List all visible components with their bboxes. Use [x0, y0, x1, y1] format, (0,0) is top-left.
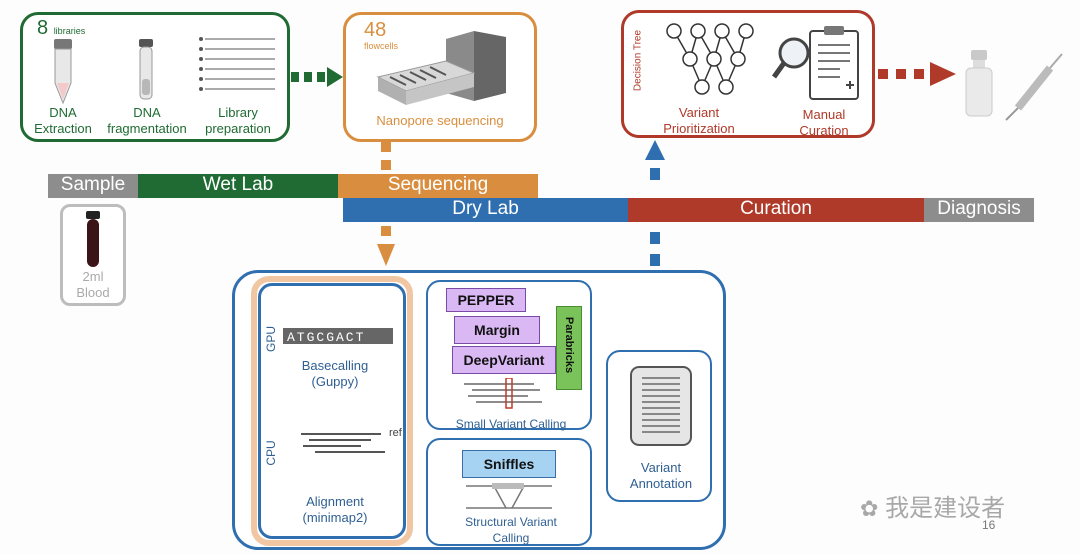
- timeline-wet-lab: Wet Lab: [138, 174, 338, 198]
- alignment-label: Alignment (minimap2): [302, 494, 368, 525]
- page-number: 16: [982, 518, 996, 532]
- read-alignment-icon: [301, 433, 385, 453]
- dna-extraction-label: DNA Extraction: [34, 105, 92, 136]
- extraction-tube-icon: [54, 39, 72, 105]
- structural-variant-calling-label: Structural Variant Calling: [465, 515, 557, 545]
- variant-call-reads-icon: [464, 378, 542, 409]
- compute-column: GPU ATGCGACT Basecalling (Guppy) CPU ref…: [258, 283, 406, 539]
- manual-curation-label: Manual Curation: [799, 107, 849, 138]
- syringe-icon: [1005, 53, 1063, 121]
- basecalling-label: Basecalling (Guppy): [301, 358, 369, 389]
- blood-volume-label: 2ml Blood: [76, 269, 110, 300]
- sniffles-tool: Sniffles: [462, 450, 556, 478]
- library-count: 8 libraries: [37, 17, 85, 40]
- library-count-unit: libraries: [53, 26, 86, 36]
- fragmentation-tube-icon: [139, 39, 153, 100]
- gpu-label: GPU: [264, 326, 278, 353]
- parabricks-tool: Parabricks: [556, 306, 582, 390]
- library-count-number: 8: [37, 17, 49, 39]
- nanopore-sequencing-label: Nanopore sequencing: [376, 113, 504, 128]
- sequence-text: ATGCGACT: [287, 330, 365, 345]
- sequencing-down-arrow: [377, 142, 395, 266]
- small-variant-calling-label: Small Variant Calling: [455, 417, 567, 431]
- small-variant-box: PEPPER Margin DeepVariant Parabricks Sma…: [426, 280, 592, 431]
- sequencer-device-icon: [376, 31, 506, 105]
- variant-annotation-box: Variant Annotation: [606, 350, 712, 502]
- compute-column-outer: [251, 276, 413, 546]
- timeline-sample: Sample: [48, 174, 138, 198]
- structural-variant-box: Sniffles Structural Variant Calling: [426, 438, 592, 546]
- timeline-dry-lab: Dry Lab: [343, 198, 628, 222]
- pepper-tool: PEPPER: [446, 288, 526, 312]
- library-preparation-label: Library preparation: [205, 105, 271, 136]
- variant-annotation-label: Variant Annotation: [629, 460, 693, 491]
- ref-label: ref: [389, 427, 402, 439]
- deepvariant-tool: DeepVariant: [452, 346, 556, 374]
- cpu-label: CPU: [264, 440, 278, 466]
- dna-sequence-read-icon: ATGCGACT: [283, 328, 393, 345]
- curation-box: Decision Tree Variant Prioritization Man…: [621, 10, 875, 138]
- variant-prioritization-label: Variant Prioritization: [663, 105, 735, 136]
- timeline-sequencing: Sequencing: [338, 174, 538, 198]
- dna-fragmentation-label: DNA fragmentation: [107, 105, 187, 136]
- flowcell-count-unit: flowcells: [364, 41, 399, 51]
- blood-tube-box: 2ml Blood: [60, 204, 126, 306]
- sequencing-box: 48 flowcells Nanopore sequencing: [343, 12, 537, 142]
- clipboard-magnifier-icon: [771, 26, 859, 100]
- watermark: ✿ 我是建设者: [860, 488, 1005, 523]
- library-prep-icon: [199, 37, 275, 91]
- watermark-text: 我是建设者: [885, 495, 1006, 522]
- wet-lab-to-sequencing-arrow: [291, 67, 343, 87]
- decision-tree-label: Decision Tree: [632, 29, 644, 92]
- timeline-curation: Curation: [628, 198, 924, 222]
- timeline-diagnosis: Diagnosis: [924, 198, 1034, 222]
- wet-lab-box: 8 libraries DNA Extraction DNA fragmenta…: [20, 12, 290, 142]
- parabricks-label: Parabricks: [563, 316, 575, 374]
- flowcell-count: 48 flowcells: [364, 19, 398, 51]
- wechat-icon: ✿: [860, 496, 879, 521]
- margin-tool: Margin: [454, 316, 540, 344]
- decision-tree-icon: [666, 23, 754, 95]
- vial-icon: [965, 50, 993, 117]
- curation-to-treatment-arrow: [878, 62, 956, 86]
- flowcell-count-number: 48: [364, 19, 387, 41]
- blood-tube-icon: [86, 211, 100, 267]
- structural-variant-reads-icon: [466, 483, 552, 509]
- annotation-document-icon: [630, 366, 692, 446]
- annotation-up-arrow: [645, 140, 665, 266]
